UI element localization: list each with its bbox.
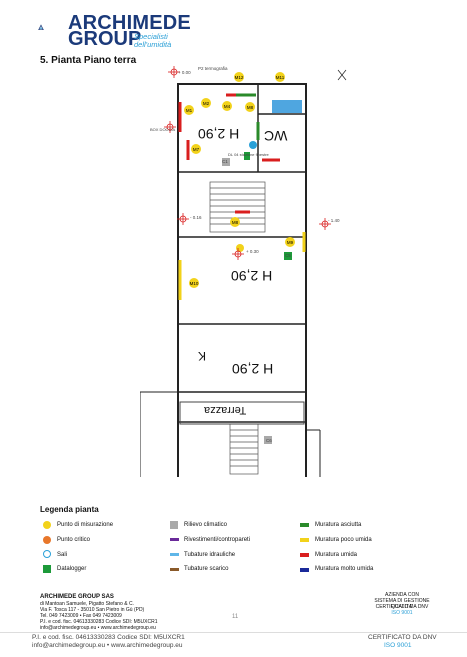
- yellow-line-icon: [300, 538, 309, 542]
- svg-text:M2: M2: [203, 101, 210, 106]
- svg-text:M9: M9: [287, 240, 294, 245]
- note-c6: C6: [266, 438, 272, 443]
- archimede-logo: [38, 24, 44, 30]
- note-minus140: - 1.40: [328, 218, 340, 223]
- bleed-line1: P.I. e cod. fisc. 04613330283 Codice SDI…: [32, 634, 185, 641]
- climate-icon: [170, 521, 178, 529]
- brown-pipe-icon: [170, 568, 179, 571]
- room-k-label: K: [198, 349, 207, 363]
- purple-line-icon: [170, 538, 179, 541]
- svg-text:M12: M12: [235, 75, 244, 80]
- svg-text:M1: M1: [186, 108, 193, 113]
- bleed-cert2: ISO 9001: [384, 642, 412, 649]
- note-c1: C1: [222, 159, 228, 164]
- note-dl: DL 04 stazione finestre: [228, 152, 269, 157]
- svg-text:M8: M8: [247, 105, 254, 110]
- datalogger-icon: [43, 565, 51, 573]
- measure-point-icon: [43, 521, 51, 529]
- room-terrace-label: Terrazza: [204, 404, 247, 416]
- critical-point-icon: [43, 536, 51, 544]
- note-plus030: + 0.30: [246, 249, 259, 254]
- svg-text:M7: M7: [193, 147, 200, 152]
- note-minus016: - 0.16: [190, 215, 202, 220]
- note-plus000: + 0.00: [178, 70, 191, 75]
- footer-line5: info@archimedegroup.eu • www.archimedegr…: [40, 625, 156, 631]
- bleed-line2: info@archimedegroup.eu • www.archimedegr…: [32, 642, 183, 649]
- legend-item-datalogger: Datalogger: [57, 566, 87, 572]
- room-lower-height-label: H 2,90: [232, 361, 274, 377]
- footer-line4: P.I. e cod. fisc. 04613330283 Codice SDI…: [40, 619, 158, 625]
- legend-item-measure: Punto di misurazione: [57, 522, 114, 528]
- legend-item-very-damp: Muratura molto umida: [315, 566, 374, 572]
- legend-item-dry: Muratura asciutta: [315, 522, 362, 528]
- footer-line2: Via F. Tosca 117 - 35010 San Pietro in G…: [40, 607, 145, 613]
- note-p2: P2 termografia: [198, 66, 228, 71]
- room-middle-height-label: H 2,90: [231, 268, 273, 284]
- legend-title: Legenda pianta: [40, 505, 99, 514]
- legend-item-hydraulic: Tubature idrauliche: [184, 552, 236, 558]
- brand-name: ARCHIMEDE: [68, 12, 191, 34]
- legend-item-drain: Tubature scarico: [184, 566, 229, 572]
- footer-line1: di Mantoan Samuele, Pigatto Stefano & C.: [40, 601, 134, 607]
- green-line-icon: [300, 523, 309, 527]
- cert-line2: SISTEMA DI GESTIONE QUALITA': [374, 598, 430, 610]
- darkblue-line-icon: [300, 568, 309, 572]
- room-upper-height-label: H 2,90: [198, 126, 240, 142]
- legend-item-critical: Punto critico: [57, 537, 91, 543]
- floor-plan: M12 M11 M2 M1 M4 M8 M7 M8 M9 M10: [140, 66, 347, 477]
- note-c5: C5: [285, 253, 291, 258]
- section-title: 5. Pianta Piano terra: [40, 55, 137, 66]
- legend-item-slightly-damp: Muratura poco umida: [315, 537, 372, 543]
- cert-line4: ISO 9001: [391, 610, 413, 616]
- svg-text:M11: M11: [276, 75, 285, 80]
- legend-item-salts: Sali: [57, 552, 68, 558]
- svg-text:M8: M8: [232, 220, 239, 225]
- cert-line1: AZIENDA CON: [385, 592, 419, 598]
- cert-line3: CERTIFICATO DA DNV: [375, 604, 429, 610]
- page-number: 11: [232, 614, 239, 620]
- footer-line3: Tel. 049 7423009 • Fax 049 7423009: [40, 613, 122, 619]
- svg-text:M10: M10: [190, 281, 199, 286]
- svg-text:M4: M4: [224, 104, 231, 109]
- note-box-doccia: BOX DOCCIA: [150, 127, 176, 132]
- brand-group: GROUP: [68, 28, 142, 50]
- footer-company: ARCHIMEDE GROUP SAS: [40, 594, 114, 600]
- legend-item-climate: Rilievo climatico: [184, 522, 228, 528]
- legend-item-damp: Muratura umida: [315, 552, 358, 558]
- red-line-icon: [300, 553, 309, 557]
- brand-tagline: Specialisti dell'umidità: [134, 32, 172, 49]
- salts-icon: [43, 550, 51, 558]
- page-divider: [0, 632, 467, 633]
- legend-item-coatings: Rivestimenti/contropareti: [184, 537, 251, 543]
- bleed-cert1: CERTIFICATO DA DNV: [368, 634, 437, 641]
- blue-pipe-icon: [170, 553, 179, 556]
- room-wc-label: WC: [264, 128, 288, 144]
